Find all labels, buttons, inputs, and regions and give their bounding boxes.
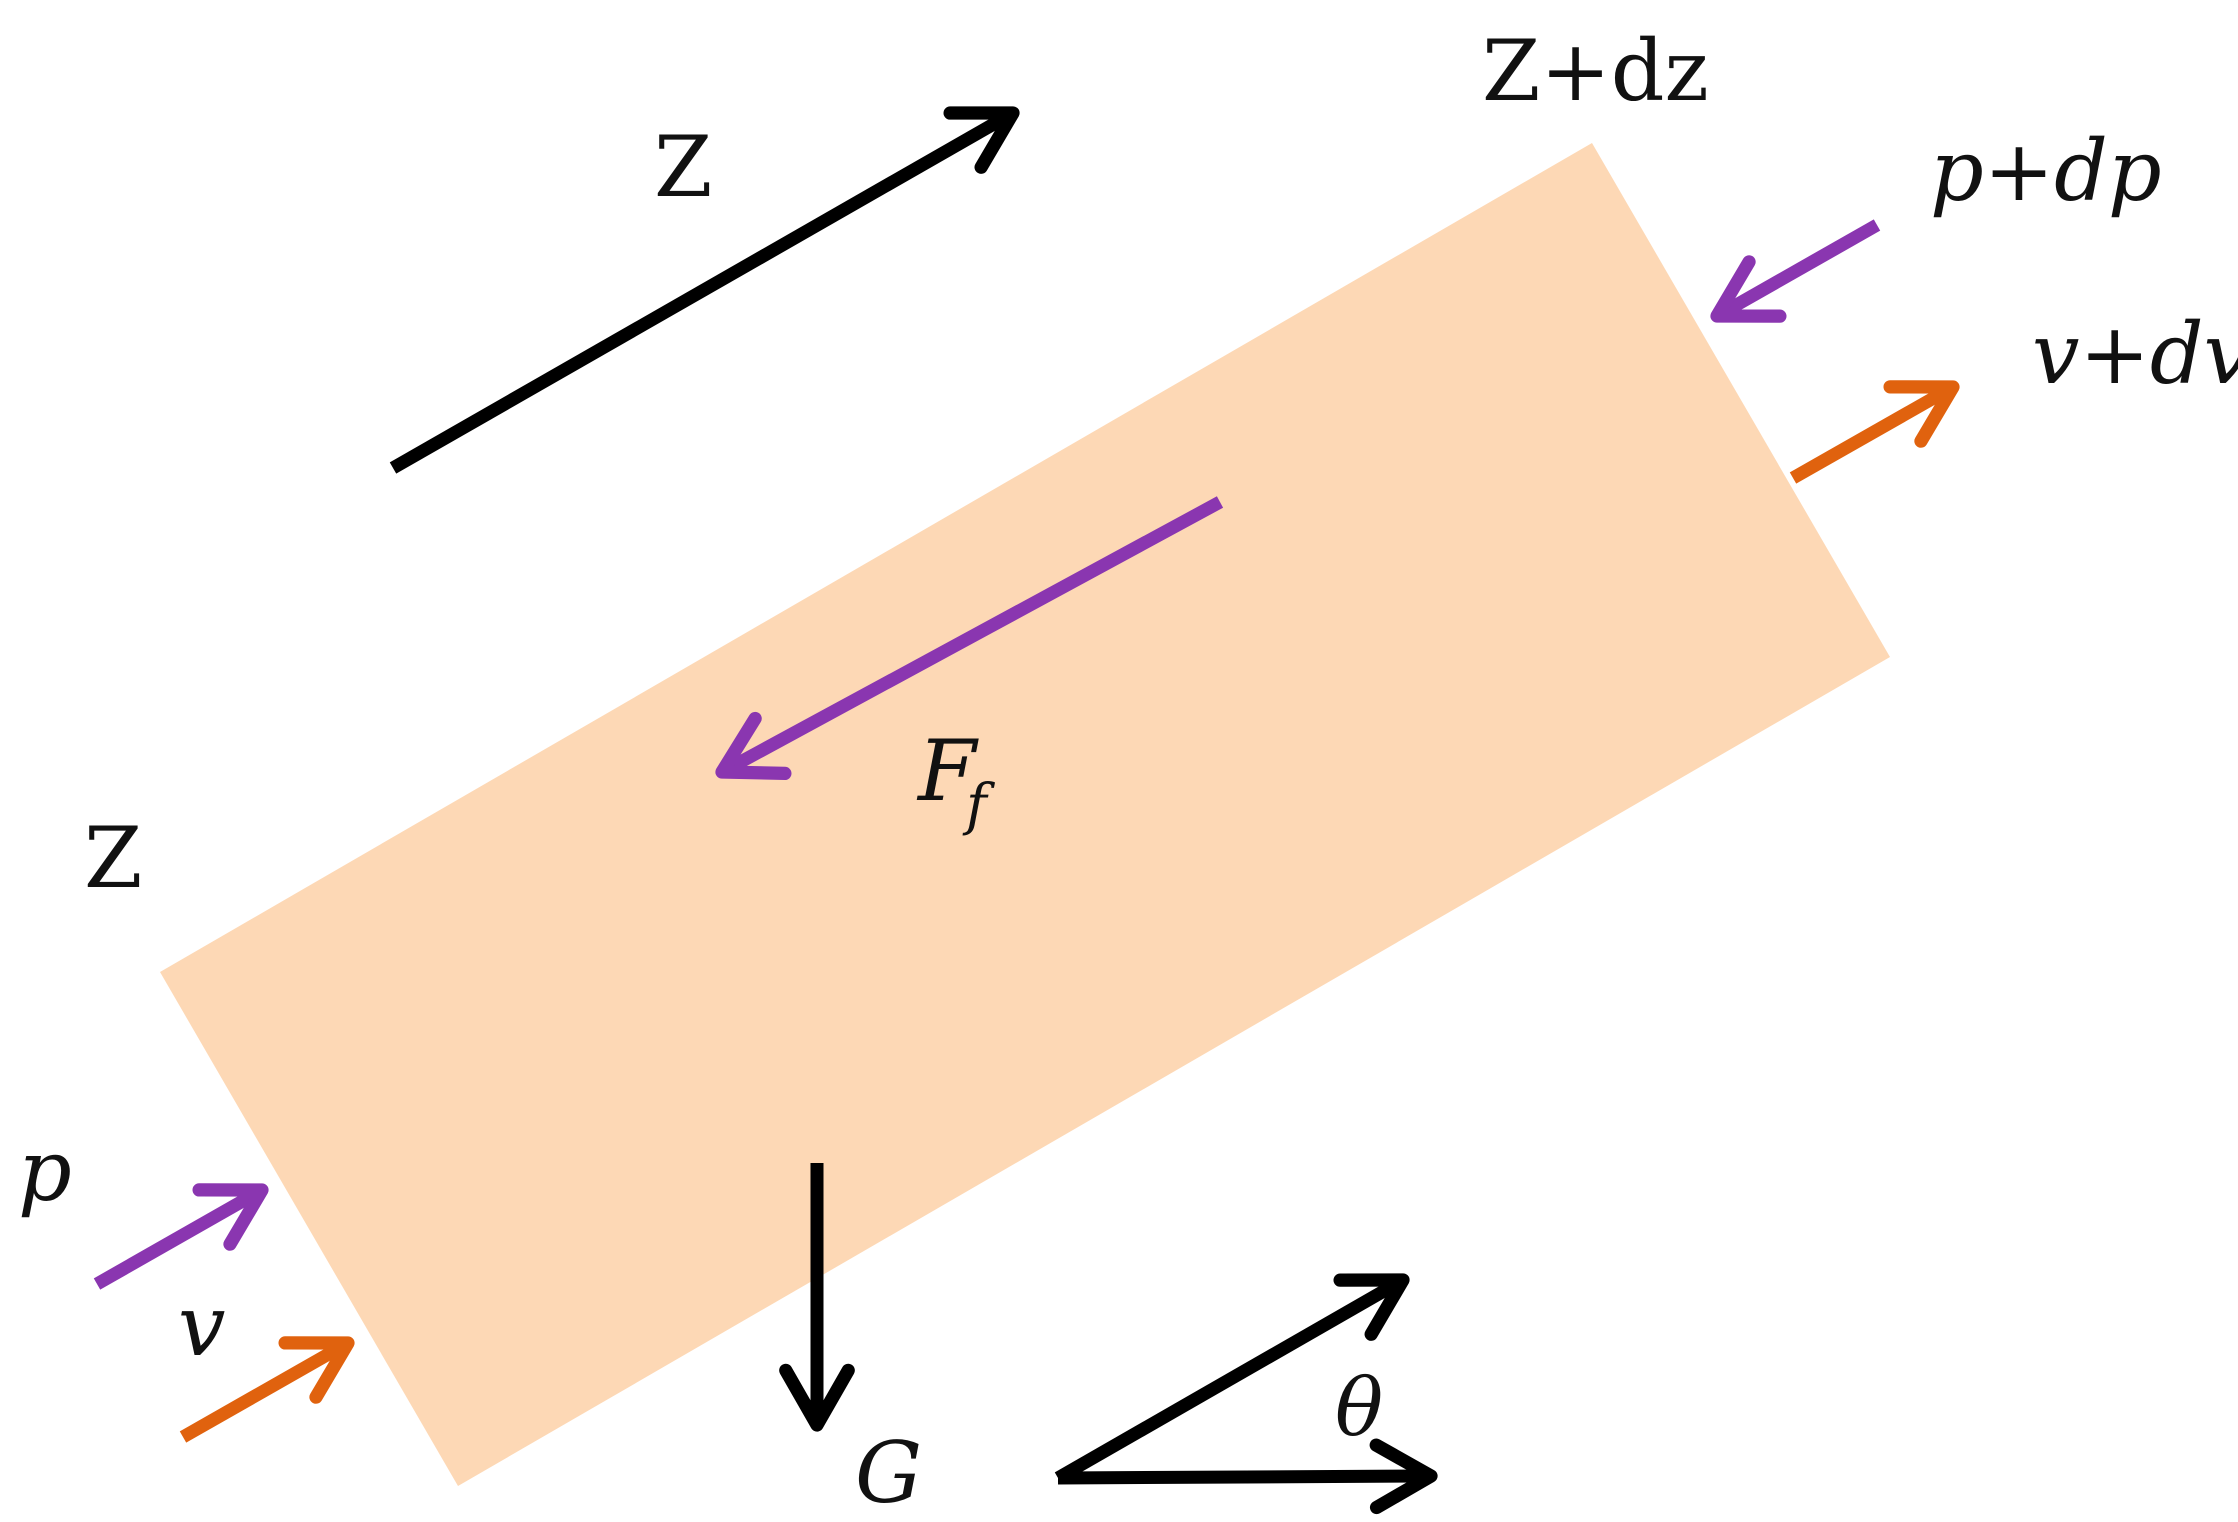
velocity-bottom-arrow [179, 1336, 355, 1443]
velocity-top-arrow [1789, 380, 1960, 484]
z-top-label: Z+dz [1482, 22, 1709, 120]
pressure-bottom-label: p [18, 1122, 72, 1220]
angle-inclined-arrow [1054, 1273, 1410, 1484]
angle-horizontal-arrow [1057, 1438, 1438, 1515]
angle-label: θ [1335, 1361, 1383, 1454]
pressure-top-arrow [1710, 219, 1881, 323]
friction-label-main: F [916, 722, 979, 820]
pressure-top-label: p+dp [1930, 122, 2162, 220]
pressure-bottom-arrow [93, 1183, 269, 1290]
velocity-top-label: v+dv [2032, 305, 2238, 403]
velocity-bottom-label: v [178, 1277, 225, 1375]
gravity-label: G [855, 1424, 922, 1522]
z-axis-label: Z [654, 118, 712, 216]
z-axis-arrow [389, 106, 1020, 474]
fluid-element [160, 143, 1890, 1486]
friction-force-arrow [715, 496, 1224, 781]
z-bottom-label: Z [84, 809, 142, 907]
